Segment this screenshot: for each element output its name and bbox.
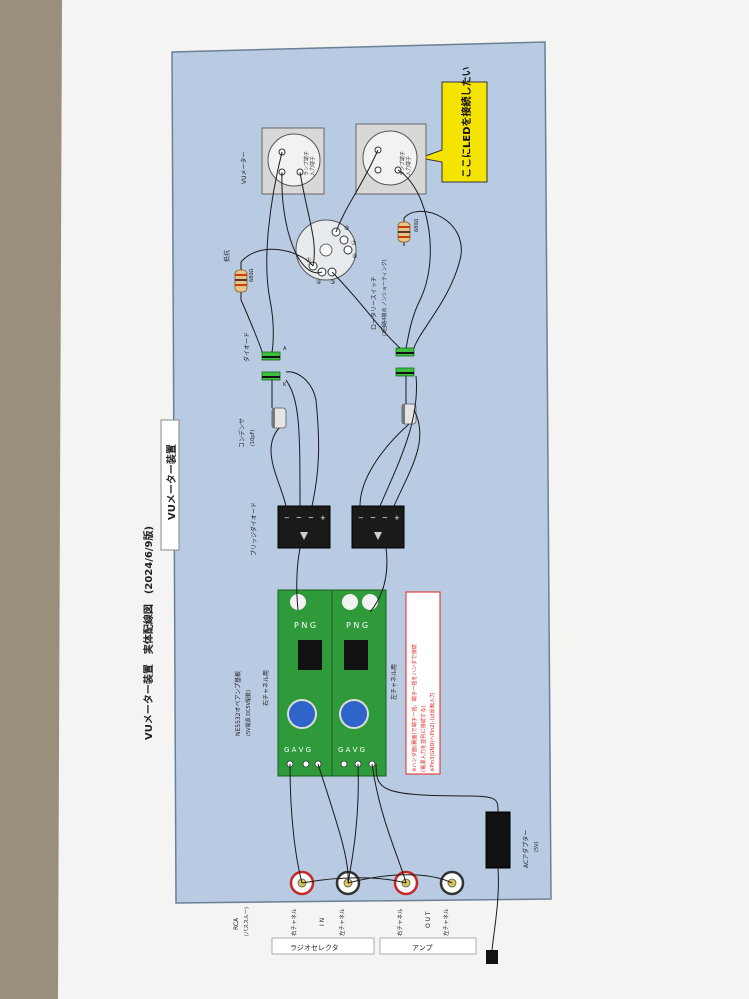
amp-board-title: NE5532オペアンプ基板 <box>234 671 242 736</box>
trim-pot-right <box>287 699 317 729</box>
vu-right-term: 入力端子 <box>405 156 412 176</box>
rca-sub: (パススルー) <box>244 907 250 936</box>
vu-meter-left: 入力端子 ランプ端子 <box>261 127 325 195</box>
capacitor-value: (10μF) <box>250 430 256 446</box>
amp-board-sub: (5V電源 DC5V駆動) <box>245 690 252 736</box>
callout-box <box>418 81 488 183</box>
bridge-right-pin1: − <box>358 514 364 522</box>
dc-plug <box>486 950 498 964</box>
rotary-pin-7: ⑦ <box>351 240 357 247</box>
device-banner: VUメーター装置 <box>165 444 178 520</box>
device-banner-box <box>160 419 180 551</box>
rca-jacks <box>289 870 465 896</box>
bridge-label: ブリッジダイオード <box>250 502 258 556</box>
diode-a-label: A <box>283 346 287 352</box>
diode-k-label: K <box>283 382 287 388</box>
group-box-right <box>379 937 477 955</box>
callout-text: ここにLEDを接続したい <box>460 66 473 178</box>
rotary-label: ロータリースイッチ <box>370 276 378 330</box>
rca-out-label: O U T <box>425 911 432 928</box>
board-right-pins-top: P N G <box>294 621 316 630</box>
diode-label: ダイオード <box>243 332 251 362</box>
bridge-right-pin3: ~ <box>382 514 388 522</box>
rca-in-left-label: 左チャネル <box>338 908 346 936</box>
note-line-3: ※Pin3(GND)へPin2(-)は反転入力 <box>428 693 436 772</box>
board-left-pins-top: P N G <box>346 621 368 630</box>
resistor-right-value: 680Ω <box>414 218 420 232</box>
opamp-board: P N G P N G G A V G G A V G <box>277 589 387 777</box>
vu-meter-label: VUメーター <box>240 152 248 185</box>
bridge-left-pin2: ~ <box>296 514 302 522</box>
opamp-chip-right <box>298 640 322 670</box>
bridge-left-pin1: − <box>284 514 290 522</box>
resistor-right <box>397 218 411 246</box>
bridge-diode-left: − ~ ~ + <box>277 505 331 549</box>
capacitor-label: コンデンサ <box>238 418 246 448</box>
amp-board-left-ch: 左チャネル用 <box>390 664 398 700</box>
bridge-left-pin3: ~ <box>308 514 314 522</box>
note-box <box>405 591 441 775</box>
group-left-label: ラジオセレクタ <box>290 943 339 952</box>
ac-adapter-label: ACアダプター <box>522 830 530 868</box>
resistor-left-value: 680Ω <box>249 268 255 282</box>
rotary-pin-2: ② <box>316 279 322 286</box>
board-right-pins-bottom: G A V G <box>284 746 311 754</box>
rca-in-right-label: 右チャネル <box>290 908 298 936</box>
opamp-chip-left <box>344 640 368 670</box>
diodes-left <box>261 351 281 381</box>
rotary-pin-1: ① <box>306 257 311 264</box>
bridge-diode-right: − ~ ~ + <box>351 505 405 549</box>
vu-left-term: 入力端子 <box>309 156 316 176</box>
vu-meter-right: 入力端子 ランプ端子 <box>355 123 427 195</box>
wires <box>240 149 499 951</box>
ac-adapter-value: (5V) <box>534 841 540 852</box>
bridge-left-pin4: + <box>320 514 326 522</box>
note-line-1: ※ハンダ面(裏面)で端子一括、端子一括をハンダで接続 <box>410 643 418 772</box>
resistor-left-label: 抵抗 <box>223 250 231 262</box>
rotary-sub: (3回路4接点 ノンショーティング) <box>381 259 388 336</box>
rotary-pin-8: ⑧ <box>344 225 349 232</box>
rca-out-right-label: 右チャネル <box>396 908 404 936</box>
rca-in-label: I N <box>319 918 326 926</box>
note-line-2: (電源入力を並列に接続する) <box>419 706 427 772</box>
trim-pot-left <box>339 699 369 729</box>
rca-title: RCA <box>233 917 240 930</box>
bridge-right-pin4: + <box>394 514 400 522</box>
ac-adapter <box>485 811 511 869</box>
board-left-pins-bottom: G A V G <box>338 746 365 754</box>
vu-right-lamp: ランプ端子 <box>399 151 406 176</box>
bridge-right-pin2: ~ <box>370 514 376 522</box>
diodes-right <box>395 347 415 377</box>
resistor-left <box>234 262 248 300</box>
group-right-label: アンプ <box>412 944 433 952</box>
vu-left-lamp: ランプ端子 <box>303 151 310 176</box>
rotary-pin-3: ③ <box>330 279 335 286</box>
amp-board-right-ch: 右チャネル用 <box>262 670 270 706</box>
page-title: VUメーター装置 実体配線図 (2024/6/9版) <box>142 526 155 740</box>
rotary-switch: ① ② ③ ⑦ ⑧ ⑨ <box>295 219 357 286</box>
group-box-left <box>271 937 375 955</box>
capacitor-left <box>271 407 287 429</box>
rotary-pin-9: ⑨ <box>352 253 357 260</box>
rca-out-left-label: 左チャネル <box>442 908 450 936</box>
